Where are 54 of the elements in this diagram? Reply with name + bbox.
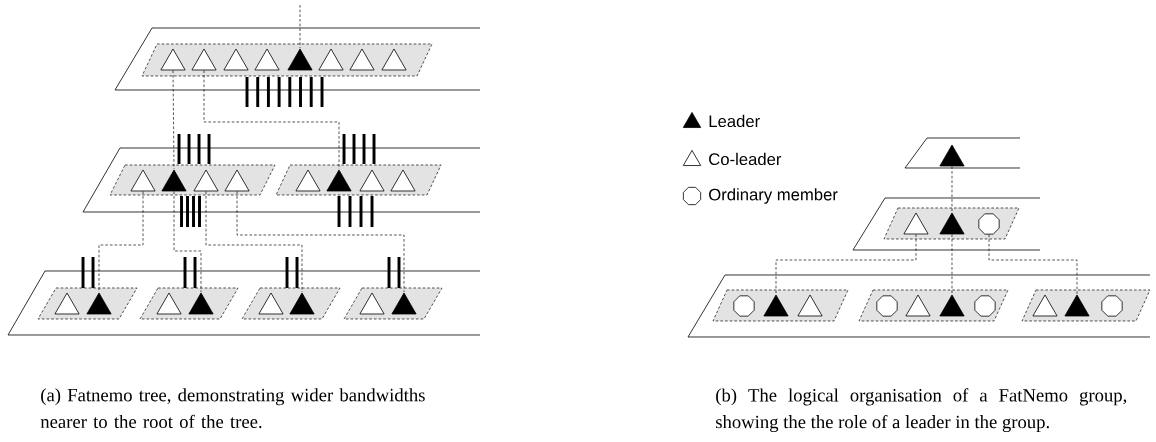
- triangle-symbol: [390, 169, 416, 192]
- triangle-symbol: [223, 48, 249, 71]
- triangle-symbol: [258, 292, 284, 315]
- triangle-symbol: [193, 169, 219, 192]
- connector-line: [205, 191, 303, 293]
- connector-line: [236, 191, 405, 293]
- connector-line: [203, 70, 340, 170]
- triangle-symbol: [191, 48, 217, 71]
- connector-line: [988, 234, 1078, 295]
- triangle-symbol: [905, 294, 931, 317]
- octagon-symbol: [974, 295, 996, 317]
- triangle-symbol: [160, 48, 186, 71]
- triangle-symbol: [156, 292, 182, 315]
- connector-line: [299, 4, 301, 49]
- connector-line: [775, 234, 917, 295]
- triangle-symbol: [903, 212, 929, 235]
- connector-line: [173, 191, 202, 293]
- triangle-symbol: [254, 48, 280, 71]
- triangle-symbol: [287, 48, 313, 71]
- connector-line: [98, 191, 144, 293]
- caption-text: (a) Fatnemo tree, demonstrating wider bandwidths nearer to the root of the tree.: [40, 388, 425, 429]
- legend-label: Ordinary member: [709, 188, 838, 204]
- triangle-symbol: [130, 169, 156, 192]
- triangle-symbol: [381, 48, 407, 71]
- caption-text: (b) The logical organisation of a FatNemo group, showing the the role of a leader in the group.: [716, 388, 1127, 433]
- triangle-symbol: [1064, 294, 1090, 317]
- triangle-symbol: [188, 292, 214, 315]
- octagon-symbol: [733, 295, 755, 317]
- triangle-symbol: [939, 294, 965, 317]
- triangle-symbol: [797, 294, 823, 317]
- octagon-symbol: [876, 295, 898, 317]
- triangle-symbol: [763, 294, 789, 317]
- triangle-symbol: [359, 169, 385, 192]
- triangle-symbol: [326, 169, 352, 192]
- triangle-symbol: [161, 169, 187, 192]
- triangle-symbol: [295, 169, 321, 192]
- triangle-symbol: [939, 212, 965, 235]
- connector-line: [951, 234, 953, 295]
- legend-label: Leader: [709, 114, 760, 128]
- triangle-symbol: [359, 292, 385, 315]
- connector-line: [951, 166, 953, 213]
- triangle-symbol: [318, 48, 344, 71]
- triangle-symbol: [349, 48, 375, 71]
- triangle-symbol: [224, 169, 250, 192]
- triangle-symbol: [289, 292, 315, 315]
- octagon-symbol: [978, 213, 1000, 235]
- triangle-symbol: [54, 292, 80, 315]
- connector-line: [172, 70, 175, 170]
- triangle-symbol: [1032, 294, 1058, 317]
- legend-label: Co-leader: [709, 152, 782, 166]
- triangle-symbol: [391, 292, 417, 315]
- triangle-symbol: [939, 144, 965, 167]
- octagon-symbol: [1101, 295, 1123, 317]
- triangle-symbol: [86, 292, 112, 315]
